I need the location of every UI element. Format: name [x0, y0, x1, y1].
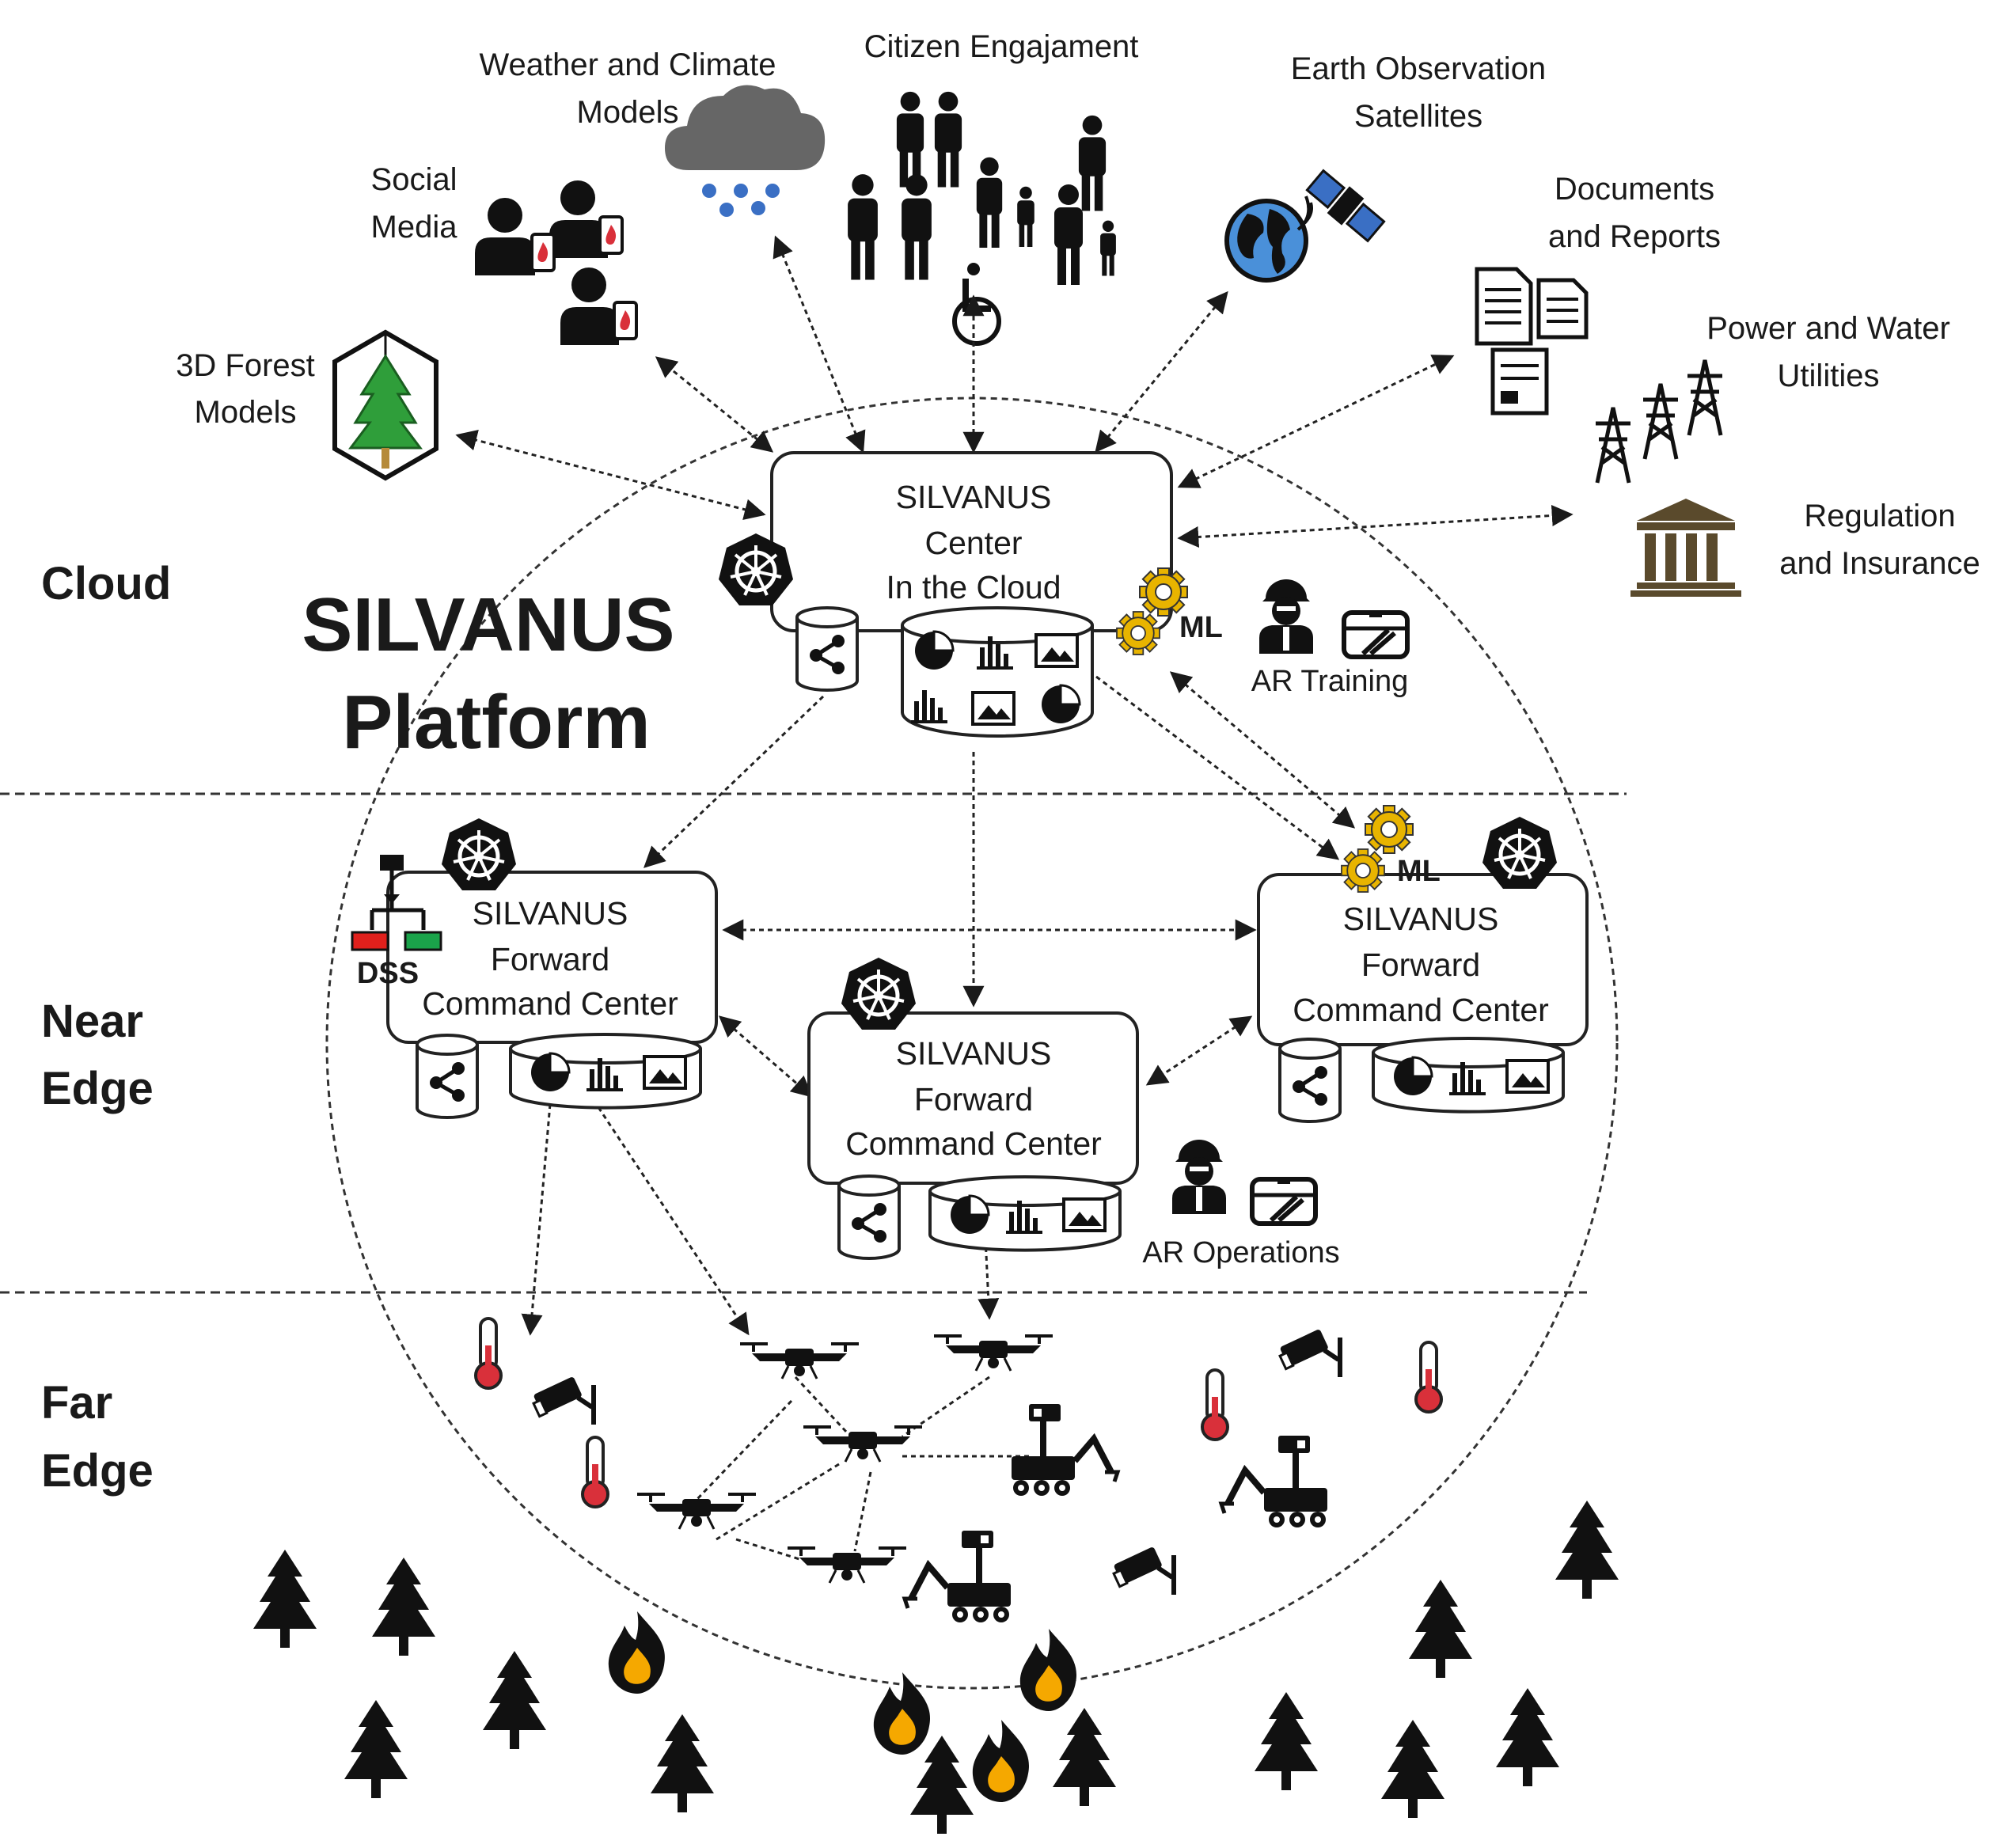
vr-headset-icon	[1252, 1178, 1315, 1224]
gear-icon	[1139, 567, 1188, 617]
rover-icon	[1012, 1404, 1118, 1496]
camera-icon	[1113, 1546, 1174, 1595]
thermometer-icon	[1414, 1341, 1443, 1414]
tree-icon	[651, 1714, 714, 1812]
worker-icon	[1259, 579, 1313, 654]
drone-icon	[636, 1493, 757, 1531]
tree-icon	[1053, 1708, 1116, 1806]
source-3d-forest-label-1: 3D Forest	[176, 348, 315, 383]
thermometer-icon	[581, 1436, 609, 1508]
source-regulation-label-1: Regulation	[1804, 499, 1955, 533]
database-icon	[417, 1035, 477, 1118]
pylon-icon	[1595, 359, 1723, 484]
source-utilities-label-1: Power and Water	[1706, 311, 1950, 346]
vr-headset-icon	[1344, 611, 1407, 657]
analytics-icon	[1372, 1037, 1565, 1114]
satellite-icon	[1224, 169, 1386, 283]
rover-icon	[1221, 1436, 1327, 1527]
tree-icon	[253, 1550, 317, 1648]
rover-icon	[905, 1531, 1011, 1622]
ml-edge-label: ML	[1397, 855, 1441, 888]
fcc-mid-label-1: SILVANUS	[896, 1035, 1052, 1072]
fire-icon	[873, 1672, 931, 1755]
fcc-left-label-2: Forward	[491, 941, 609, 977]
fcc-right-label-1: SILVANUS	[1343, 901, 1499, 937]
drone-icon	[932, 1334, 1054, 1372]
rain-cloud-icon	[665, 85, 826, 217]
thermometer-icon	[1201, 1368, 1229, 1441]
camera-icon	[1279, 1329, 1340, 1377]
worker-icon	[1172, 1140, 1226, 1214]
social-media-icon	[475, 180, 638, 345]
connectors	[455, 235, 1574, 1561]
ar-training-label: AR Training	[1251, 665, 1409, 698]
tier-far-edge-1: Far	[41, 1377, 112, 1429]
tier-cloud: Cloud	[41, 558, 171, 609]
camera-icon	[533, 1376, 594, 1425]
tree-icon	[344, 1700, 408, 1798]
dss-tree-icon	[351, 855, 442, 951]
gear-icon	[1341, 848, 1385, 893]
fire-icon	[972, 1720, 1030, 1802]
analytics-icon	[928, 1175, 1122, 1252]
tier-near-edge-2: Edge	[41, 1063, 154, 1114]
source-docs-label-1: Documents	[1555, 172, 1714, 207]
source-docs-label-2: and Reports	[1548, 219, 1721, 254]
thermometer-icon	[474, 1317, 503, 1390]
source-eo-label-2: Satellites	[1354, 99, 1482, 134]
tier-near-edge-1: Near	[41, 996, 143, 1047]
tree-icon	[910, 1736, 974, 1834]
tier-far-edge-2: Edge	[41, 1445, 154, 1497]
fcc-mid-label-3: Command Center	[845, 1125, 1102, 1162]
courthouse-icon	[1630, 499, 1741, 597]
drone-icon	[786, 1546, 908, 1584]
citizen-icon	[848, 91, 1116, 346]
tree-icon	[1255, 1692, 1318, 1790]
analytics-icon	[509, 1033, 702, 1110]
fire-icon	[1019, 1629, 1077, 1711]
cloud-center-label-1: SILVANUS	[896, 479, 1052, 515]
dss-label: DSS	[357, 957, 419, 990]
tree-icon	[372, 1558, 435, 1656]
cloud-center-label-3: In the Cloud	[886, 569, 1061, 605]
cloud-center-label-2: Center	[924, 525, 1022, 561]
gear-icon	[1365, 805, 1414, 854]
fcc-right-label-3: Command Center	[1293, 992, 1549, 1028]
database-icon	[797, 608, 857, 690]
tree-icon	[483, 1651, 546, 1749]
tree-icon	[1555, 1501, 1619, 1599]
platform-title-line1: SILVANUS	[302, 582, 674, 667]
fcc-right-label-2: Forward	[1361, 947, 1480, 983]
ml-cloud-label: ML	[1179, 611, 1223, 644]
3d-forest-icon	[332, 329, 438, 481]
ar-operations-label: AR Operations	[1142, 1236, 1339, 1269]
tree-icon	[1409, 1580, 1472, 1678]
fcc-left-label-1: SILVANUS	[473, 895, 628, 932]
source-regulation-label-2: and Insurance	[1779, 546, 1980, 581]
fcc-left-label-3: Command Center	[422, 985, 678, 1022]
documents-icon	[1475, 267, 1589, 416]
analytics-icon	[901, 606, 1094, 738]
fcc-mid-label-2: Forward	[914, 1081, 1033, 1118]
database-icon	[839, 1176, 899, 1258]
tree-icon	[1496, 1688, 1559, 1786]
source-utilities-label-2: Utilities	[1778, 359, 1880, 393]
source-social-label-1: Social	[371, 162, 457, 197]
gear-icon	[1116, 611, 1160, 655]
source-citizen-label: Citizen Engajament	[864, 29, 1139, 64]
platform-title-line2: Platform	[342, 680, 650, 765]
source-3d-forest-label-2: Models	[195, 395, 297, 430]
tree-icon	[1381, 1720, 1444, 1818]
source-eo-label-1: Earth Observation	[1291, 51, 1546, 86]
drone-icon	[738, 1342, 860, 1380]
source-weather-label-2: Models	[577, 95, 679, 130]
source-weather-label-1: Weather and Climate	[480, 47, 776, 82]
source-social-label-2: Media	[371, 210, 458, 245]
database-icon	[1280, 1039, 1340, 1121]
fire-icon	[608, 1611, 666, 1694]
